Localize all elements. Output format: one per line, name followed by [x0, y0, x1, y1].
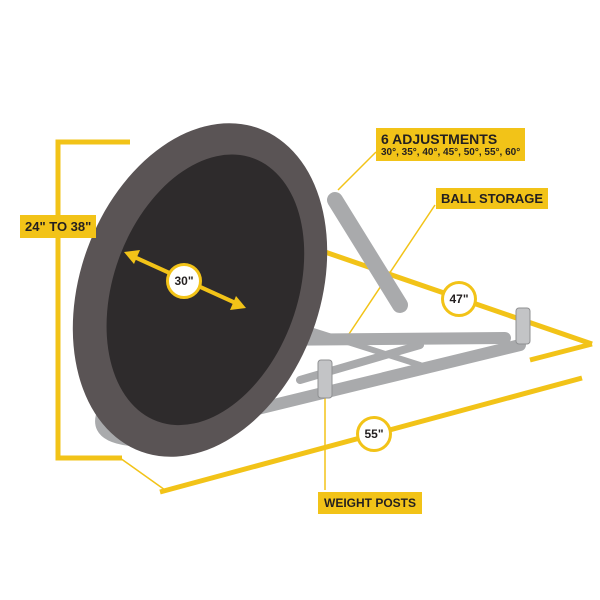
ball-storage-label: BALL STORAGE	[436, 188, 549, 209]
diameter-badge: 30"	[166, 263, 202, 299]
weight-posts	[317, 307, 531, 399]
weight-posts-label: WEIGHT POSTS	[318, 492, 423, 514]
adjustments-title: 6 ADJUSTMENTS	[381, 131, 498, 147]
depth-badge: 47"	[441, 281, 477, 317]
leader-lines	[119, 151, 436, 491]
height-bracket	[55, 139, 130, 461]
width-badge: 55"	[356, 416, 392, 452]
adjustments-angles: 30°, 35°, 40°, 45°, 50°, 55°, 60°	[381, 147, 521, 158]
adjustments-callout: 6 ADJUSTMENTS 30°, 35°, 40°, 45°, 50°, 5…	[376, 128, 526, 161]
height-label: 24" TO 38"	[20, 215, 97, 238]
trampoline	[72, 123, 328, 457]
